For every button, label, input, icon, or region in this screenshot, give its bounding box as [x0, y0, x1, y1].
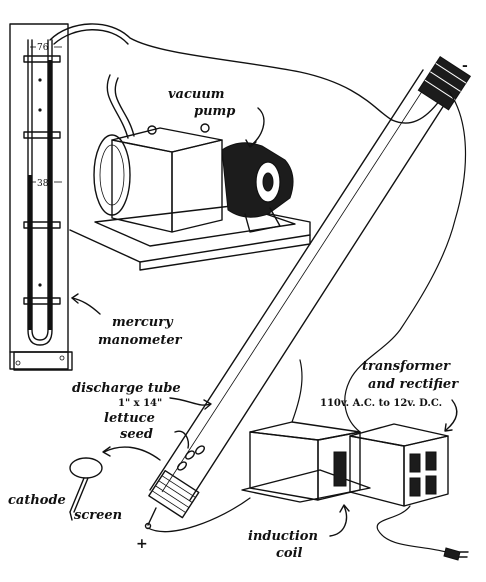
cathode-screen — [69, 457, 103, 521]
lettuce-seed-label-line2: seed — [120, 427, 153, 442]
pump-shelf — [69, 209, 311, 263]
vacuum-pump-label-line1: vacuum — [168, 87, 225, 102]
vacuum-pump: vacuum pump — [69, 74, 311, 271]
transformer-label-line2: and rectifier — [368, 377, 459, 392]
cathode-screen-label-line2: screen — [74, 508, 122, 523]
cathode-screen-label-line1: cathode — [8, 493, 66, 508]
manometer-u-tube — [27, 39, 53, 346]
mercury-manometer-label-line1: mercury — [112, 315, 174, 330]
vacuum-hose — [49, 23, 393, 121]
induction-coil-label-line2: coil — [276, 546, 303, 561]
manometer-tick-middle: 38 — [37, 179, 49, 189]
lettuce-seed-in-tube — [177, 445, 205, 471]
power-cord — [376, 505, 447, 553]
discharge-tube: - + — [136, 56, 472, 552]
manometer-tick-top: 76 — [37, 43, 49, 53]
cathode-screen-pointer — [103, 446, 161, 461]
induction-coil-label-line1: induction — [248, 529, 318, 544]
transformer-rectifier — [349, 423, 449, 507]
manometer-clamps — [23, 55, 61, 305]
lettuce-seed-label-line1: lettuce — [104, 411, 155, 426]
mercury-column-left — [28, 175, 32, 330]
polarity-minus: - — [462, 58, 468, 74]
tube-top-electrode — [417, 56, 472, 111]
induction-coil — [241, 421, 371, 503]
discharge-tube-size-label: 1" x 14" — [118, 398, 162, 409]
discharge-tube-label: discharge tube — [72, 381, 181, 396]
mercury-manometer-label-line2: manometer — [98, 333, 183, 348]
mercury-column-right — [48, 60, 52, 330]
vacuum-pump-pointer — [249, 107, 265, 147]
manometer-board — [9, 23, 69, 370]
transformer-voltage-label: 110v. A.C. to 12v. D.C. — [320, 398, 442, 409]
tube-bottom-electrode — [148, 469, 200, 519]
polarity-plus: + — [136, 536, 148, 552]
vacuum-pump-label-line2: pump — [194, 104, 235, 119]
transformer-label-line1: transformer — [362, 359, 451, 374]
mercury-manometer: 76 38 — [9, 23, 73, 371]
